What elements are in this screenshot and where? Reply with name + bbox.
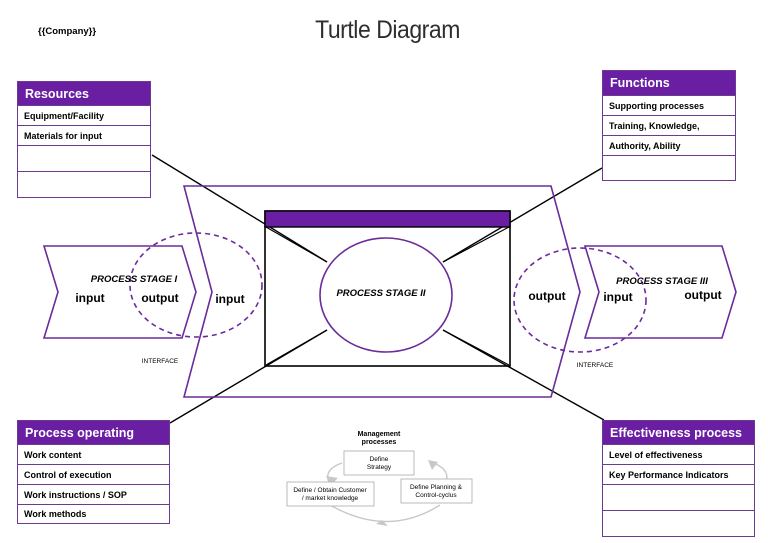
management-strategy-box (343, 450, 415, 476)
resources-row: Materials for input (18, 125, 150, 145)
process-center-band (264, 210, 511, 228)
management-planning-line2: Control-cyclus (415, 492, 457, 499)
management-strategy-line1: Define (370, 456, 389, 463)
resources-row: Equipment/Facility (18, 105, 150, 125)
stage-1-label: PROCESS STAGE I (91, 274, 178, 285)
stage-2-input: input (215, 292, 244, 306)
connector-functions (442, 167, 603, 263)
connector-resources (151, 154, 328, 263)
stage-3-output: output (684, 288, 721, 302)
process-stage-3-chevron (583, 245, 737, 339)
interface-right-label: INTERFACE (577, 362, 614, 369)
resources-header: Resources (18, 82, 150, 105)
management-title-line2: processes (362, 439, 397, 446)
interface-left-circle (129, 232, 263, 338)
effectiveness-row: Level of effectiveness (603, 444, 754, 464)
management-customer-line1: Define / Obtain Customer (293, 487, 367, 494)
resources-box: Resources Equipment/Facility Materials f… (17, 81, 151, 198)
process-operating-row: Work content (18, 444, 169, 464)
management-customer-line2: / market knowledge (302, 495, 359, 502)
process-operating-row: Control of execution (18, 464, 169, 484)
process-stage-1-chevron (42, 245, 197, 339)
functions-row (603, 155, 735, 180)
stage-1-input: input (75, 291, 104, 305)
functions-row: Authority, Ability (603, 135, 735, 155)
stage-3-label: PROCESS STAGE III (616, 276, 708, 287)
interface-right-circle (513, 247, 647, 353)
process-stage-2-ellipse (319, 237, 453, 353)
effectiveness-box: Effectiveness process Level of effective… (602, 420, 755, 537)
management-planning-box (400, 478, 473, 504)
stage-2-label: PROCESS STAGE II (336, 288, 425, 299)
functions-row: Supporting processes (603, 95, 735, 115)
effectiveness-row (603, 510, 754, 536)
stage-2-output: output (528, 289, 565, 303)
management-customer-box (286, 481, 375, 507)
effectiveness-row: Key Performance Indicators (603, 464, 754, 484)
stage-1-output: output (141, 291, 178, 305)
interface-left-label: INTERFACE (142, 358, 179, 365)
connector-effectiveness (442, 329, 605, 421)
resources-row (18, 171, 150, 197)
process-stage-2-chevron (182, 185, 581, 398)
functions-row: Training, Knowledge, (603, 115, 735, 135)
stage-3-input: input (603, 290, 632, 304)
functions-header: Functions (603, 71, 735, 95)
page-title: Turtle Diagram (315, 16, 460, 44)
effectiveness-header: Effectiveness process (603, 421, 754, 444)
management-planning-line1: Define Planning & (410, 484, 463, 491)
company-placeholder: {{Company}} (38, 26, 97, 37)
process-operating-row: Work methods (18, 504, 169, 523)
process-operating-header: Process operating (18, 421, 169, 444)
management-strategy-line2: Strategy (367, 464, 392, 471)
process-operating-row: Work instructions / SOP (18, 484, 169, 504)
management-title-line1: Management (358, 431, 401, 438)
resources-row (18, 145, 150, 171)
process-operating-box: Process operating Work content Control o… (17, 420, 170, 524)
functions-box: Functions Supporting processes Training,… (602, 70, 736, 181)
effectiveness-row (603, 484, 754, 510)
